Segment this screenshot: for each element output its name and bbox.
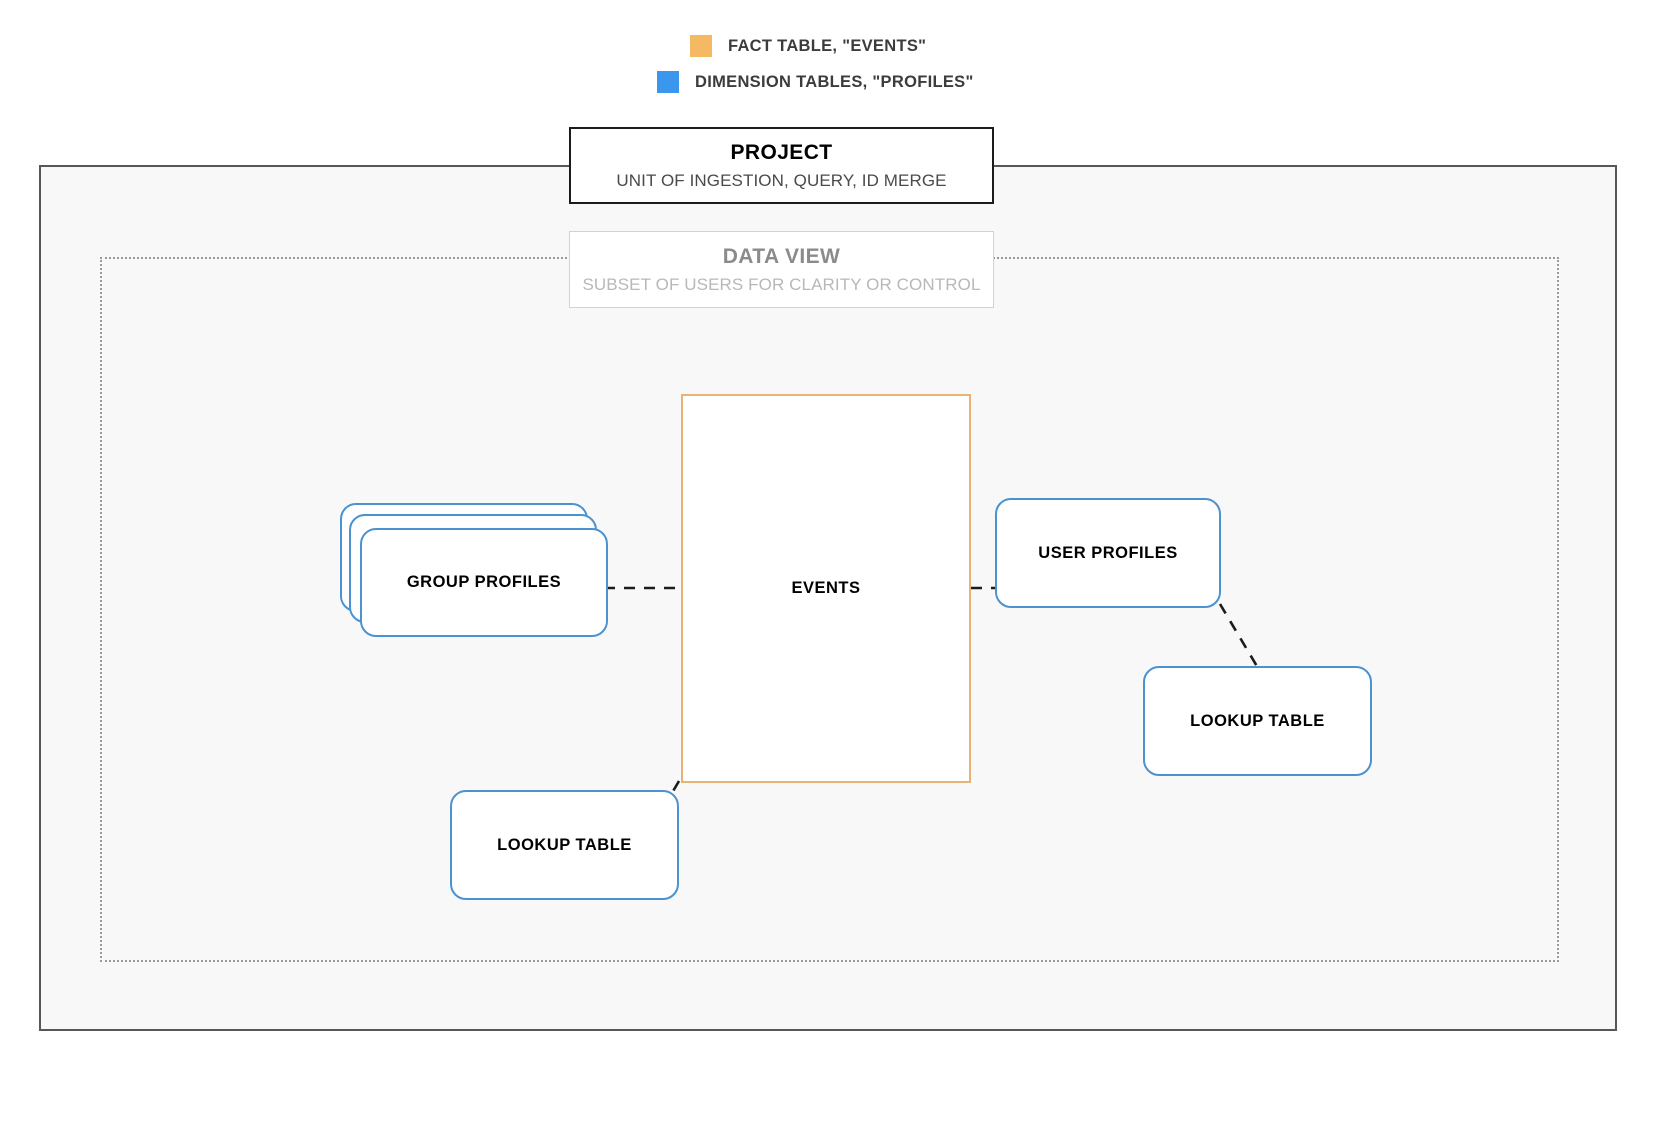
- user-profiles-node[interactable]: USER PROFILES: [995, 498, 1221, 608]
- legend-item-fact-table: FACT TABLE, "EVENTS": [690, 35, 926, 57]
- events-fact-table-node[interactable]: EVENTS: [681, 394, 971, 783]
- lookup-table-left-label: LOOKUP TABLE: [497, 835, 632, 854]
- data-view-subtitle: SUBSET OF USERS FOR CLARITY OR CONTROL: [582, 274, 981, 294]
- project-header-box: PROJECT UNIT OF INGESTION, QUERY, ID MER…: [569, 127, 994, 204]
- group-profiles-card-front[interactable]: GROUP PROFILES: [360, 528, 608, 637]
- data-view-header-box: DATA VIEW SUBSET OF USERS FOR CLARITY OR…: [569, 231, 994, 308]
- legend-label-dimension-tables: DIMENSION TABLES, "PROFILES": [695, 72, 974, 91]
- lookup-table-right-node[interactable]: LOOKUP TABLE: [1143, 666, 1372, 776]
- lookup-table-right-label: LOOKUP TABLE: [1190, 711, 1325, 730]
- group-profiles-node-label: GROUP PROFILES: [406, 573, 562, 591]
- user-profiles-node-label: USER PROFILES: [1038, 543, 1178, 562]
- orange-square-swatch: [690, 35, 712, 57]
- legend-label-fact-table: FACT TABLE, "EVENTS": [728, 36, 927, 55]
- project-title: PROJECT: [730, 140, 833, 164]
- project-subtitle: UNIT OF INGESTION, QUERY, ID MERGE: [616, 170, 947, 190]
- events-node-label: EVENTS: [791, 579, 861, 597]
- legend-item-dimension-tables: DIMENSION TABLES, "PROFILES": [657, 71, 974, 93]
- data-view-title: DATA VIEW: [722, 244, 841, 268]
- lookup-table-left-node[interactable]: LOOKUP TABLE: [450, 790, 679, 900]
- blue-square-swatch: [657, 71, 679, 93]
